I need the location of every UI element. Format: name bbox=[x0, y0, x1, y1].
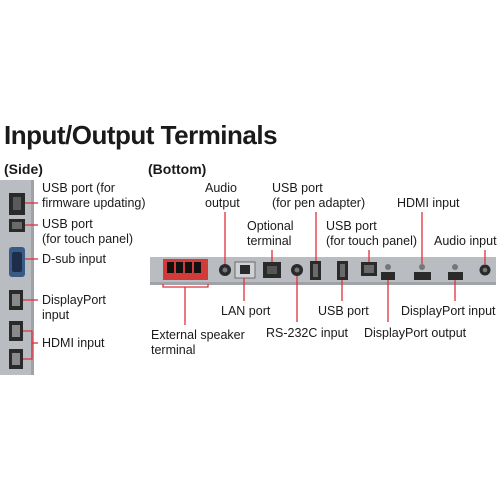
label-side-usb-touch: USB port (for touch panel) bbox=[42, 217, 133, 247]
label-audio-output: Audio output bbox=[205, 181, 240, 211]
label-optional-terminal: Optional terminal bbox=[247, 219, 294, 249]
label-line: terminal bbox=[151, 343, 196, 357]
label-line: DisplayPort bbox=[42, 293, 106, 307]
label-line: External speaker bbox=[151, 328, 245, 342]
side-hdmi-port-1 bbox=[9, 321, 23, 341]
label-side-hdmi: HDMI input bbox=[42, 336, 105, 350]
displayport-output-port bbox=[381, 264, 395, 280]
label-external-speaker-terminal: External speaker terminal bbox=[151, 328, 245, 358]
side-leader-lines bbox=[23, 202, 38, 360]
label-line: Optional bbox=[247, 219, 294, 233]
usb-touch-panel-port bbox=[361, 262, 377, 276]
label-line: USB port bbox=[42, 217, 93, 231]
label-line: input bbox=[42, 308, 70, 322]
rs232c-jack bbox=[291, 264, 303, 276]
optional-terminal-port bbox=[263, 262, 281, 278]
hdmi-input-port bbox=[414, 264, 431, 280]
side-panel bbox=[0, 180, 34, 375]
label-line: output bbox=[205, 196, 240, 210]
label-usb-touch-panel: USB port (for touch panel) bbox=[326, 219, 417, 249]
side-usb-touch-port bbox=[9, 219, 25, 232]
side-hdmi-port-2 bbox=[9, 349, 23, 369]
audio-output-jack bbox=[219, 264, 231, 276]
label-hdmi-input: HDMI input bbox=[397, 196, 460, 210]
section-bottom-heading: (Bottom) bbox=[148, 161, 207, 177]
label-audio-input: Audio input bbox=[434, 234, 497, 248]
usb-port bbox=[337, 261, 348, 280]
label-line: firmware updating) bbox=[42, 196, 146, 210]
label-rs232c-input: RS-232C input bbox=[266, 326, 348, 340]
label-usb-pen-adapter: USB port (for pen adapter) bbox=[272, 181, 365, 211]
section-side-heading: (Side) bbox=[4, 161, 43, 177]
label-displayport-output: DisplayPort output bbox=[364, 326, 467, 340]
usb-pen-adapter-port bbox=[310, 261, 321, 280]
label-displayport-input: DisplayPort input bbox=[401, 304, 496, 318]
lan-port bbox=[234, 261, 256, 279]
label-line: USB port bbox=[272, 181, 323, 195]
label-line: (for touch panel) bbox=[42, 232, 134, 246]
label-lan-port: LAN port bbox=[221, 304, 271, 318]
label-line: Audio bbox=[205, 181, 237, 195]
bottom-leader-lines bbox=[162, 212, 486, 325]
displayport-input-port bbox=[448, 264, 463, 280]
side-displayport-port bbox=[9, 290, 23, 310]
speaker-terminal-block bbox=[163, 259, 208, 280]
side-dsub-port bbox=[9, 247, 25, 277]
label-line: (for pen adapter) bbox=[272, 196, 366, 210]
label-side-displayport: DisplayPort input bbox=[42, 293, 106, 323]
label-line: USB port (for bbox=[42, 181, 115, 195]
label-line: (for touch panel) bbox=[326, 234, 418, 248]
label-line: terminal bbox=[247, 234, 292, 248]
page-title: Input/Output Terminals bbox=[4, 120, 278, 150]
label-side-usb-firmware: USB port (for firmware updating) bbox=[42, 181, 146, 211]
label-line: USB port bbox=[326, 219, 377, 233]
label-usb-port: USB port bbox=[318, 304, 369, 318]
label-side-dsub: D-sub input bbox=[42, 252, 106, 266]
audio-input-jack bbox=[479, 264, 491, 276]
side-usb-firmware-port bbox=[9, 193, 25, 215]
